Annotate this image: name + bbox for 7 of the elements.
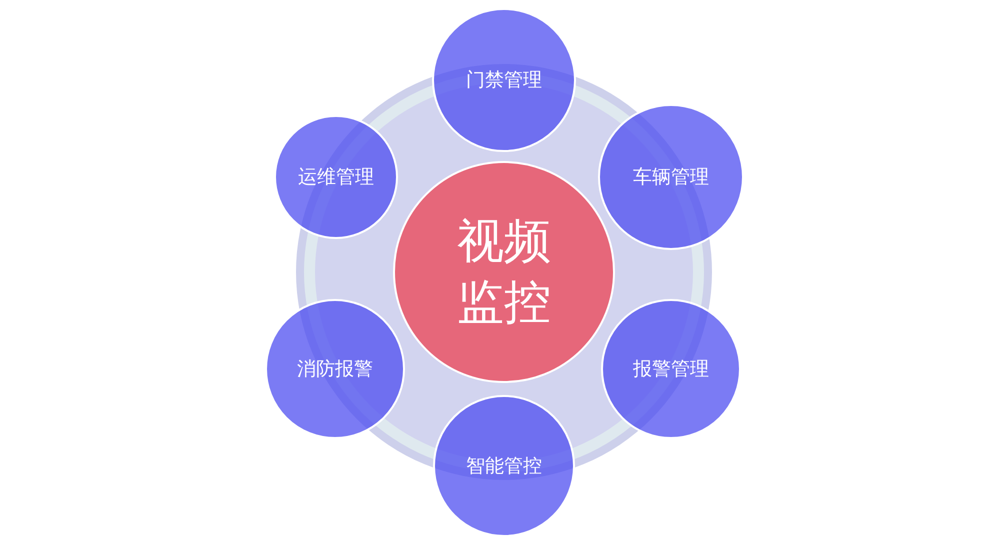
node-label: 车辆管理 [633, 166, 709, 188]
node-label: 门禁管理 [466, 68, 542, 92]
node-label: 报警管理 [633, 358, 709, 380]
node-label: 消防报警 [297, 358, 373, 380]
node-label: 智能管控 [466, 454, 542, 478]
node-label: 视频监控 [456, 212, 552, 332]
node-label: 运维管理 [298, 166, 374, 188]
